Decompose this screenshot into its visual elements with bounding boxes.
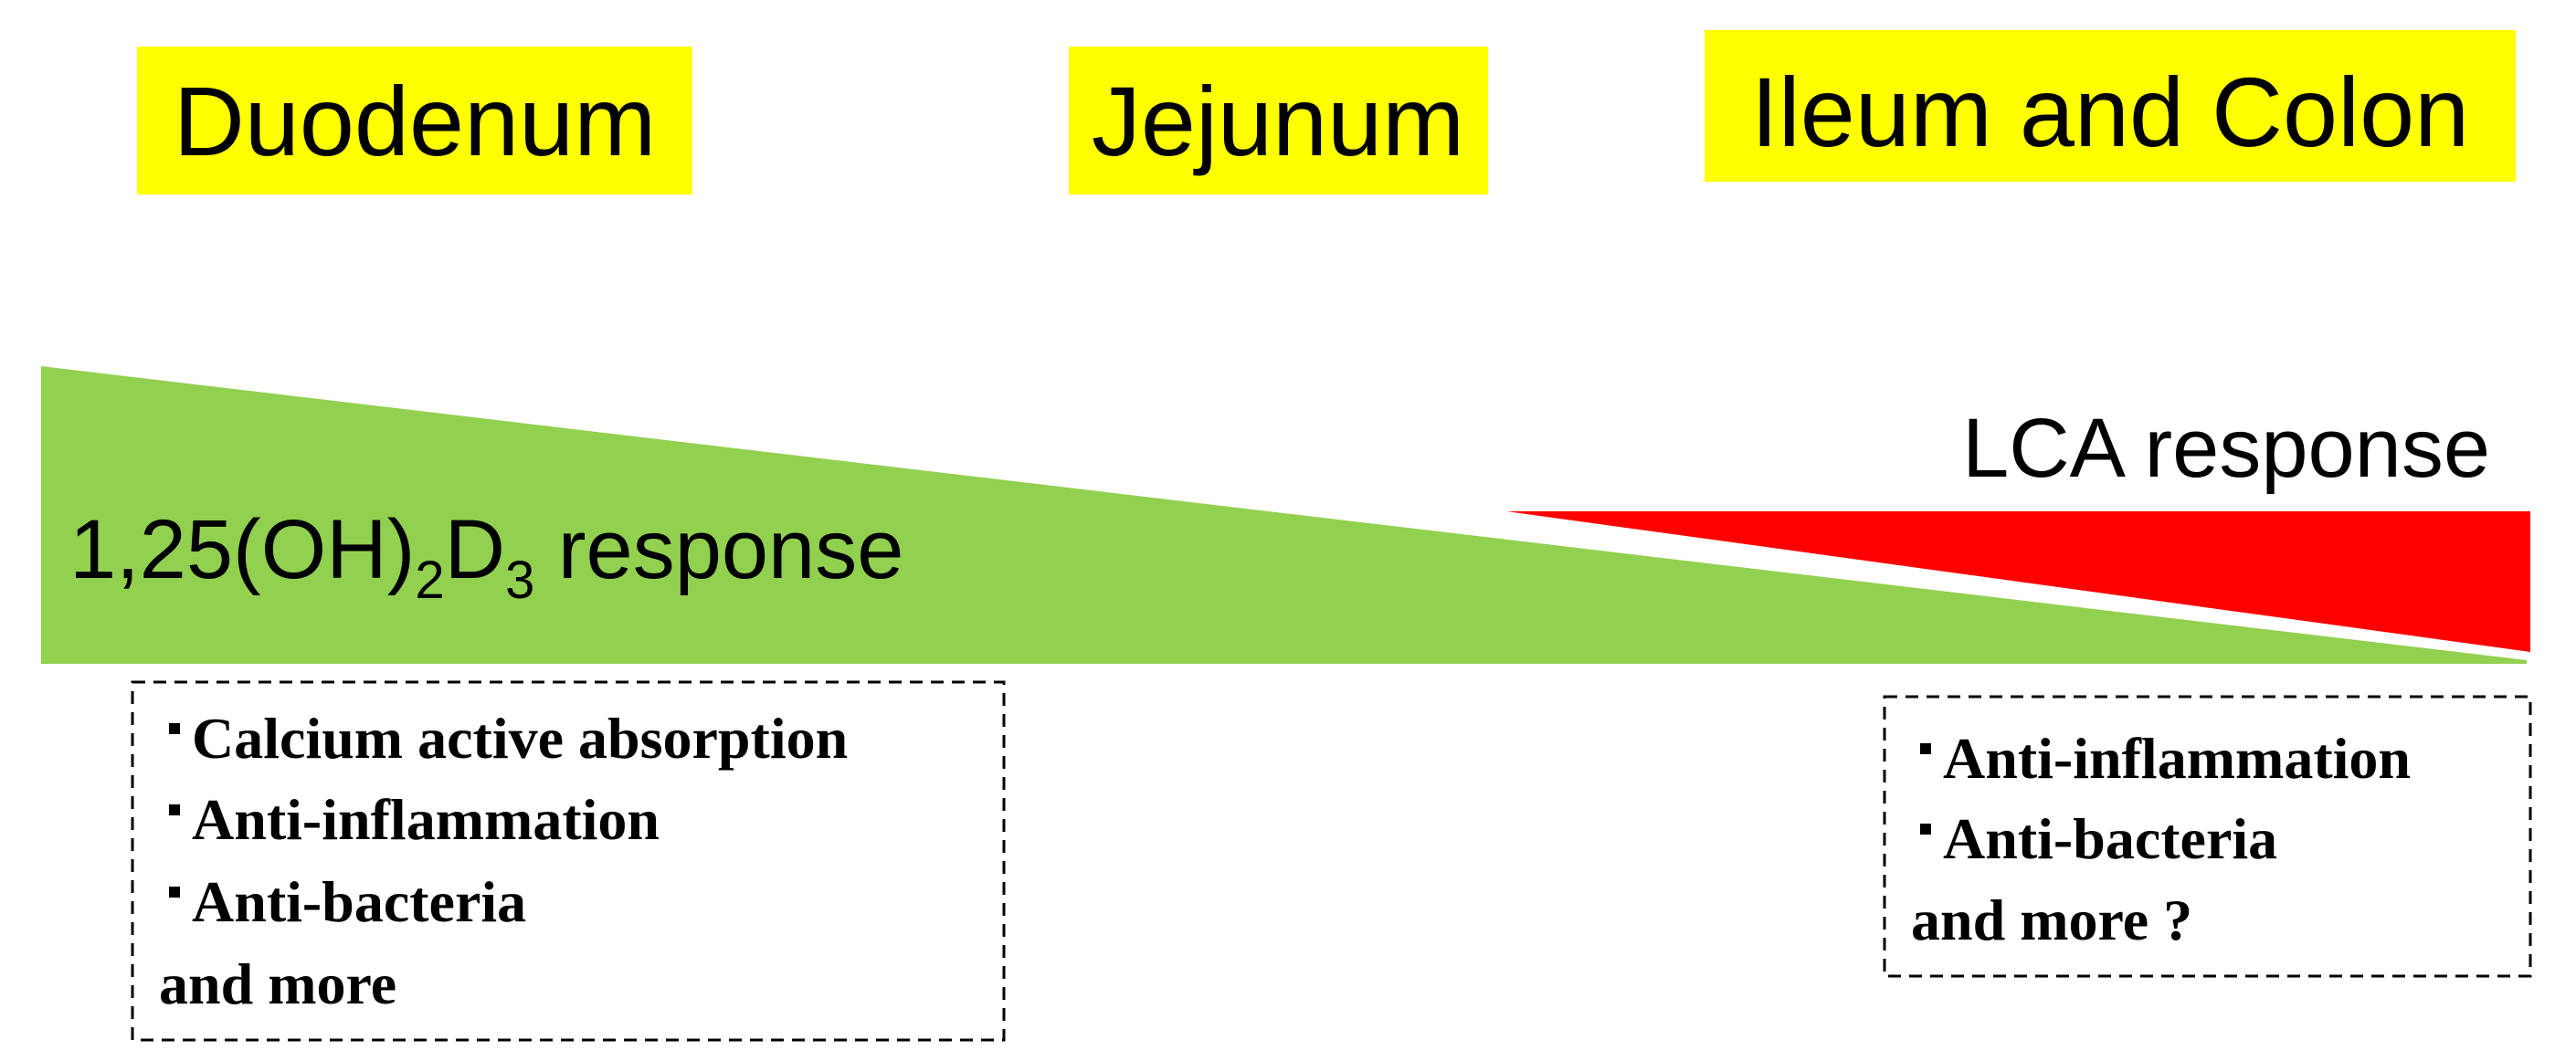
lca-response-label: LCA response bbox=[1962, 402, 2490, 495]
bullet-icon bbox=[169, 804, 180, 815]
bullet-icon bbox=[1920, 743, 1931, 754]
list-item: Anti-inflammation bbox=[1943, 726, 2411, 791]
label-ileum-colon: Ileum and Colon bbox=[1705, 30, 2516, 182]
vitd-response-wedge bbox=[41, 366, 2527, 664]
bullet-icon bbox=[1920, 824, 1931, 835]
dashed-border bbox=[131, 680, 1006, 1042]
highlight-ileum-colon bbox=[1705, 30, 2516, 182]
list-footer: and more bbox=[159, 951, 396, 1016]
list-item: Calcium active absorption bbox=[192, 706, 848, 771]
list-item: Anti-bacteria bbox=[192, 869, 526, 934]
highlight-duodenum bbox=[137, 47, 692, 194]
vitd-effects-box: Calcium active absorption Anti-inflammat… bbox=[131, 680, 1006, 1042]
vitd-response-label: 1,25(OH)2D3 response bbox=[69, 503, 903, 610]
label-jejunum: Jejunum bbox=[1069, 47, 1488, 194]
list-item: Anti-bacteria bbox=[1943, 806, 2277, 871]
jejunum-text: Jejunum bbox=[1092, 66, 1464, 176]
duodenum-text: Duodenum bbox=[174, 66, 656, 176]
lca-effects-box: Anti-inflammation Anti-bacteria and more… bbox=[1883, 695, 2532, 978]
list-footer: and more ? bbox=[1911, 888, 2192, 952]
label-duodenum: Duodenum bbox=[137, 47, 692, 194]
highlight-jejunum bbox=[1069, 47, 1488, 194]
ileum-colon-text: Ileum and Colon bbox=[1751, 57, 2469, 167]
dashed-border bbox=[1883, 695, 2532, 978]
list-item: Anti-inflammation bbox=[192, 787, 660, 852]
bullet-icon bbox=[169, 887, 180, 898]
lca-response-wedge bbox=[1506, 511, 2530, 652]
bullet-icon bbox=[169, 723, 180, 734]
